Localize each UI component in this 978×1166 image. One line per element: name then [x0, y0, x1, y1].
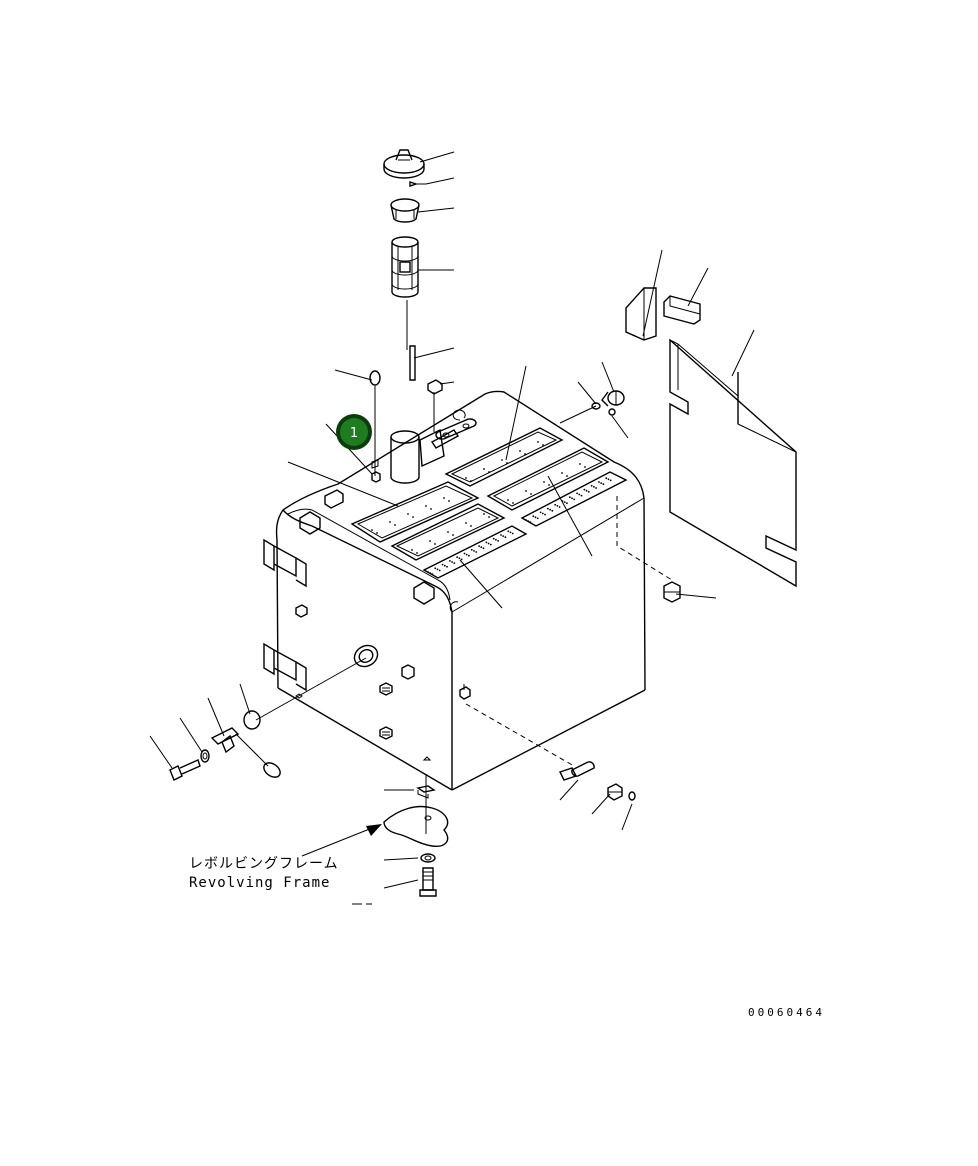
o-ring-top — [591, 402, 601, 410]
plug-left-face-2 — [401, 664, 415, 680]
access-cover-front-left — [350, 481, 480, 543]
revolving-frame-label-en: Revolving Frame — [189, 875, 330, 891]
cover-bolt-pattern — [371, 441, 612, 576]
gasket-back — [520, 471, 628, 527]
callout-badge[interactable]: 1 — [336, 414, 372, 450]
clip-top-front — [413, 581, 435, 605]
bolt-sender — [169, 759, 201, 781]
callout-number: 1 — [350, 426, 358, 441]
washer-sender — [200, 749, 210, 763]
insulation-panel-large — [669, 338, 797, 588]
hose-fitting-lower — [559, 761, 595, 781]
sight-gauge-lens — [243, 710, 261, 730]
adapter-lower — [607, 783, 623, 801]
drain-dimple — [295, 693, 432, 761]
leader-lines — [149, 151, 755, 905]
union-fitting — [663, 581, 681, 603]
revolving-frame-piece — [383, 805, 449, 847]
mounting-bolt — [419, 867, 437, 897]
clip-top-left — [299, 511, 321, 535]
gasket-front — [422, 525, 528, 579]
insulation-block-small — [663, 295, 701, 325]
level-gauge-rod — [406, 300, 416, 381]
shim-plate — [416, 785, 436, 799]
assembly-guidelines — [255, 405, 673, 834]
filter-ring — [390, 198, 420, 223]
plug-left-face-1 — [295, 604, 308, 618]
strainer — [391, 236, 419, 298]
hydraulic-tank — [275, 390, 646, 791]
washer-bottom — [420, 853, 436, 863]
sight-gauge-ring — [353, 644, 379, 668]
elbow-fitting-top — [601, 390, 625, 407]
access-cover-back-mid — [486, 447, 610, 511]
hex-plug-2 — [379, 726, 393, 740]
breather-valve — [369, 370, 381, 483]
insulation-block-tall — [625, 287, 657, 341]
access-cover-back-left — [444, 427, 564, 487]
access-cover-front-mid — [390, 503, 506, 561]
clip-mid — [324, 489, 344, 509]
o-ring-top-2 — [608, 408, 616, 416]
filler-cap — [383, 149, 425, 179]
tee-fitting-side — [459, 684, 471, 700]
o-ring-lower — [628, 791, 636, 801]
mounting-bracket-upper — [263, 538, 307, 588]
revolving-frame-arrow — [301, 824, 382, 857]
cap-screw — [409, 181, 426, 187]
level-sender-bracket — [210, 727, 281, 778]
pipe-elbow-top — [427, 379, 443, 432]
revolving-frame-label-jp: レボルビングフレーム — [189, 856, 339, 872]
drawing-code: 00060464 — [748, 1006, 825, 1019]
hex-plug-1 — [379, 682, 393, 696]
mounting-bracket-lower — [263, 642, 307, 692]
